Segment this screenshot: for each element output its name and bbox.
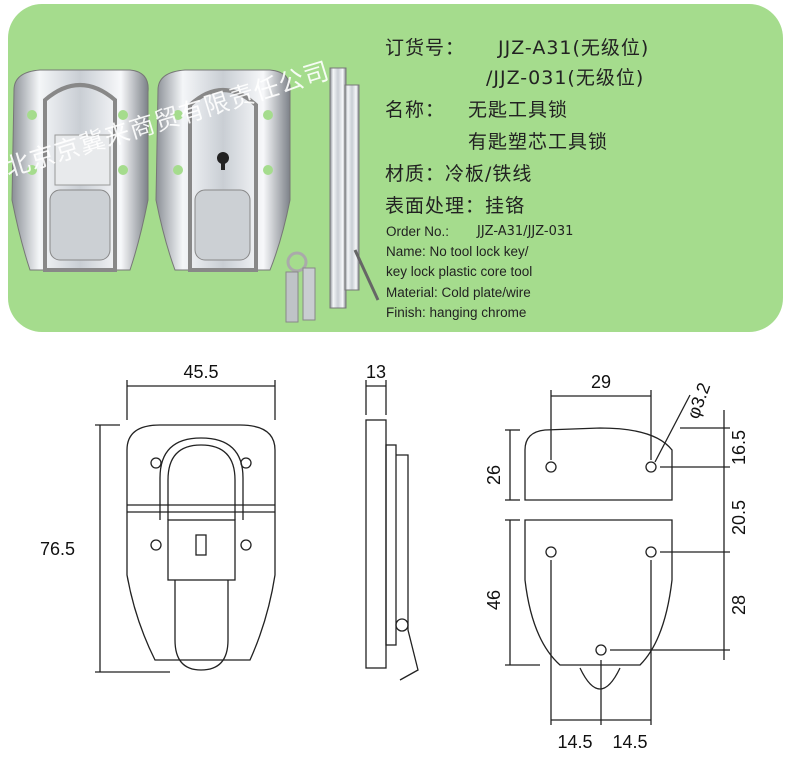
name-line1-en: Name: No tool lock key/ xyxy=(386,244,529,259)
product-photos xyxy=(11,67,380,323)
dim-side-depth: 13 xyxy=(366,362,386,382)
dim-left-half: 14.5 xyxy=(557,732,592,752)
order-value-en: JJZ-A31/JJZ-031 xyxy=(477,224,574,239)
latch-photo-keyed xyxy=(155,69,291,272)
name-line1-zh: 无匙工具锁 xyxy=(468,99,569,121)
dim-front-width: 45.5 xyxy=(183,362,218,382)
material-en: Material: Cold plate/wire xyxy=(386,285,531,300)
dim-hole-diameter: φ3.2 xyxy=(683,380,714,421)
dim-top-plate-height: 26 xyxy=(484,465,504,485)
name-line2-zh: 有匙塑芯工具锁 xyxy=(468,131,609,153)
material-zh: 材质：冷板/铁线 xyxy=(385,163,533,185)
dim-front-height: 76.5 xyxy=(40,539,75,559)
dim-hole-spacing: 29 xyxy=(591,372,611,392)
dim-right-half: 14.5 xyxy=(612,732,647,752)
finish-zh: 表面处理：挂铬 xyxy=(385,195,526,217)
dim-bottom-plate-height: 46 xyxy=(484,590,504,610)
dim-bottom-hole-offset: 28 xyxy=(729,595,749,615)
order-label-en: Order No.: xyxy=(386,224,450,239)
name-line2-en: key lock plastic core tool xyxy=(386,264,533,279)
keys-photo xyxy=(285,251,316,323)
order-label-zh: 订货号： xyxy=(385,37,466,59)
dim-top-offset: 16.5 xyxy=(729,430,749,465)
order-line1-zh: JJZ-A31(无级位) xyxy=(498,37,650,59)
latch-photo-side xyxy=(329,67,380,309)
finish-en: Finish: hanging chrome xyxy=(386,305,527,320)
latch-photo-keyless xyxy=(11,69,149,272)
name-label-zh: 名称： xyxy=(385,99,446,121)
order-line2-zh: /JJZ-031(无级位) xyxy=(486,67,645,89)
dim-gap: 20.5 xyxy=(729,500,749,535)
